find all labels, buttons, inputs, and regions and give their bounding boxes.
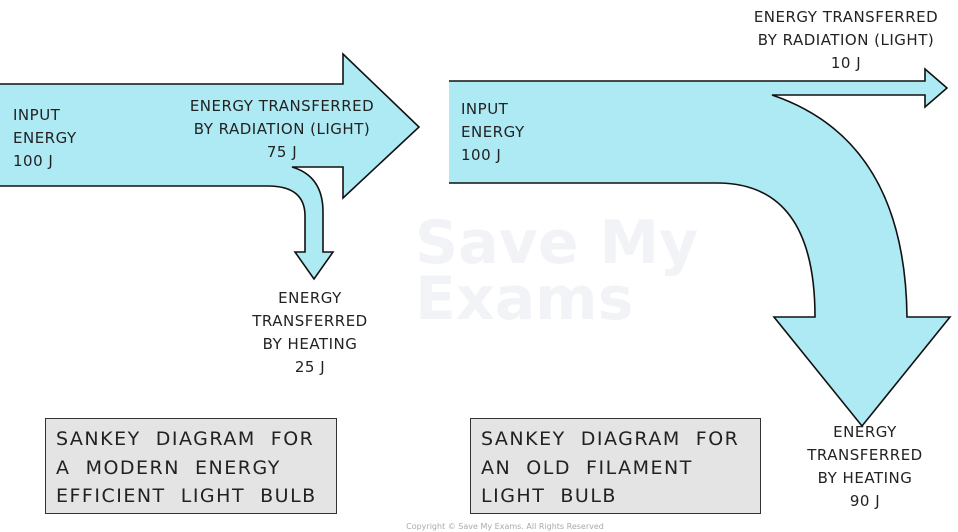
watermark-line1: Save My xyxy=(415,208,699,278)
left-input-label: INPUT ENERGY 100 J xyxy=(13,106,77,170)
left-wasted-label: ENERGY TRANSFERRED BY HEATING 25 J xyxy=(252,289,368,376)
left-caption-box: SANKEY DIAGRAM FOR A MODERN ENERGY EFFIC… xyxy=(45,418,337,514)
right-caption-box: SANKEY DIAGRAM FOR AN OLD FILAMENT LIGHT… xyxy=(470,418,761,514)
right-useful-label: ENERGY TRANSFERRED BY RADIATION (LIGHT) … xyxy=(753,8,939,72)
right-input-label: INPUT ENERGY 100 J xyxy=(461,100,525,164)
right-wasted-label: ENERGY TRANSFERRED BY HEATING 90 J xyxy=(807,423,923,510)
left-sankey-arrow xyxy=(0,52,421,281)
watermark-line2: Exams xyxy=(415,264,634,334)
right-sankey-arrow xyxy=(449,67,952,428)
left-useful-label: ENERGY TRANSFERRED BY RADIATION (LIGHT) … xyxy=(189,97,375,161)
copyright-text: Copyright © Save My Exams. All Rights Re… xyxy=(406,522,604,531)
